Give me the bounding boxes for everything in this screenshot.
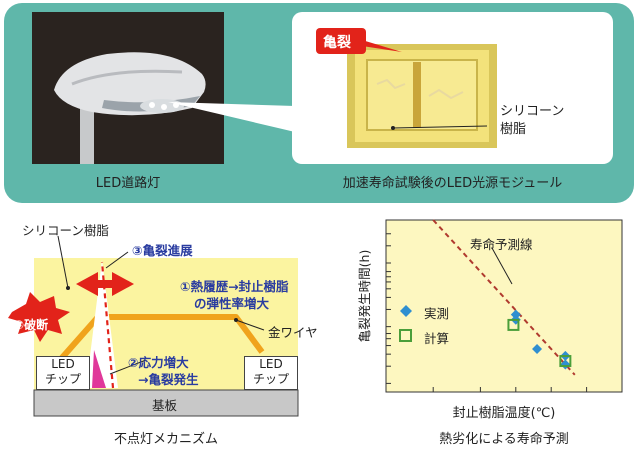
crack-pointer xyxy=(362,40,402,52)
legend xyxy=(399,247,513,342)
step2-line2: →亀裂発生 xyxy=(138,372,199,387)
led-chip-right: LED チップ xyxy=(244,356,298,390)
x-axis-label: 封止樹脂温度(℃) xyxy=(452,406,556,421)
led-module-illustration xyxy=(347,44,497,148)
led-chip-left-line1: LED xyxy=(51,357,75,371)
measured-point xyxy=(532,344,543,354)
callout-pointer xyxy=(168,102,295,132)
legend-measured-marker xyxy=(400,305,412,317)
led-streetlight-photo xyxy=(32,12,224,164)
module-caption: 加速寿命試験後のLED光源モジュール xyxy=(342,176,563,191)
led-chip-left-line2: チップ xyxy=(44,372,81,386)
crack-tag: 亀裂 xyxy=(316,28,366,54)
mechanism-caption: 不点灯メカニズム xyxy=(113,432,218,447)
led-chip-right-line1: LED xyxy=(259,357,283,371)
stress-double-arrow xyxy=(76,272,134,296)
silicone-label-line1: シリコーン xyxy=(500,104,565,119)
led-chip-right-line2: チップ xyxy=(252,372,289,386)
step4-break: ④破断 xyxy=(14,318,49,332)
plot-area xyxy=(385,219,623,393)
prediction-label-leader xyxy=(491,247,513,285)
substrate-block xyxy=(33,389,299,417)
led-module-photo-panel: 亀裂 シリコーン 樹脂 xyxy=(292,12,613,164)
legend-calculated-marker xyxy=(399,329,412,342)
led-chip-left: LED チップ xyxy=(36,356,90,390)
step1-line2: の弾性率増大 xyxy=(194,296,270,311)
prediction-line-label: 寿命予測線 xyxy=(470,237,533,252)
step3-crack-propagation: ③亀裂進展 xyxy=(132,243,193,258)
gold-wire xyxy=(57,314,265,362)
lifetime-prediction-chart xyxy=(385,219,623,393)
legend-measured-label: 実測 xyxy=(424,306,450,321)
crack-line xyxy=(100,261,115,389)
calculated-point xyxy=(507,318,520,331)
axis-ticks xyxy=(386,233,588,392)
mechanism-diagram xyxy=(8,235,299,417)
prediction-line xyxy=(432,219,576,376)
legend-calculated-label: 計算 xyxy=(424,331,450,346)
step1-line1: ①熱履歴→封止樹脂 xyxy=(180,279,289,294)
mechanism-silicone-label: シリコーン樹脂 xyxy=(22,223,109,238)
chart-caption: 熱劣化による寿命予測 xyxy=(439,432,569,447)
silicone-label-line2: 樹脂 xyxy=(500,122,527,137)
y-axis-label: 亀裂発生時間(h) xyxy=(357,249,372,343)
substrate-label: 基板 xyxy=(152,398,178,413)
crack-origin xyxy=(92,350,106,388)
streetlight-illustration xyxy=(32,12,224,164)
calculated-point xyxy=(559,355,572,368)
crack-tag-label: 亀裂 xyxy=(323,35,351,51)
break-burst xyxy=(8,292,70,342)
gold-wire-label: 金ワイヤ xyxy=(268,325,318,340)
step2-line1: ②応力増大 xyxy=(128,355,189,370)
measured-point xyxy=(510,309,521,320)
photo-caption: LED道路灯 xyxy=(95,176,161,191)
